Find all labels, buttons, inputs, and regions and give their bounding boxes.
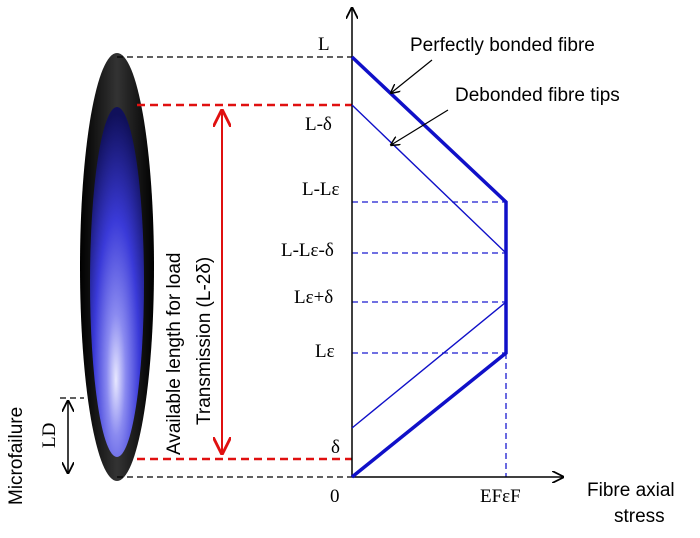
- ytick-Le: Lε: [315, 341, 335, 362]
- debonded-callout-arrow: [391, 109, 449, 145]
- blue-dashed-guides: [352, 201, 507, 477]
- bonded-callout-arrow: [391, 59, 433, 93]
- ytick-Le-plus-delta: Lε+δ: [294, 287, 333, 308]
- available-length-label-line1: Available length for load: [164, 253, 185, 455]
- ytick-L-minus-delta: L-δ: [305, 114, 332, 135]
- fibre-illustration: [80, 53, 154, 481]
- x-axis-label-line1: Fibre axial: [587, 480, 675, 501]
- ytick-L-minus-Le-minus-delta: L-Lε-δ: [281, 240, 334, 261]
- bonded-callout-label: Perfectly bonded fibre: [410, 35, 595, 56]
- red-dashed-guides: [137, 103, 352, 461]
- LD-label: LD: [39, 423, 60, 448]
- axes: [352, 8, 563, 477]
- origin-label: 0: [330, 486, 340, 507]
- debonded-callout-label: Debonded fibre tips: [455, 85, 620, 106]
- black-dashed-guides: [117, 56, 352, 478]
- available-length-label-line2: Transmission (L-2δ): [194, 257, 215, 425]
- x-axis-label-line2: stress: [614, 506, 665, 527]
- xtick-EF-epsF: EFεF: [480, 486, 521, 507]
- bonded-fibre-profile: [350, 55, 508, 479]
- debonded-fibre-profile: [351, 104, 507, 429]
- ytick-L: L: [318, 34, 330, 55]
- ytick-L-minus-Le: L-Lε: [302, 179, 340, 200]
- ytick-delta: δ: [331, 437, 340, 458]
- microfailure-label: Microfailure: [6, 407, 27, 505]
